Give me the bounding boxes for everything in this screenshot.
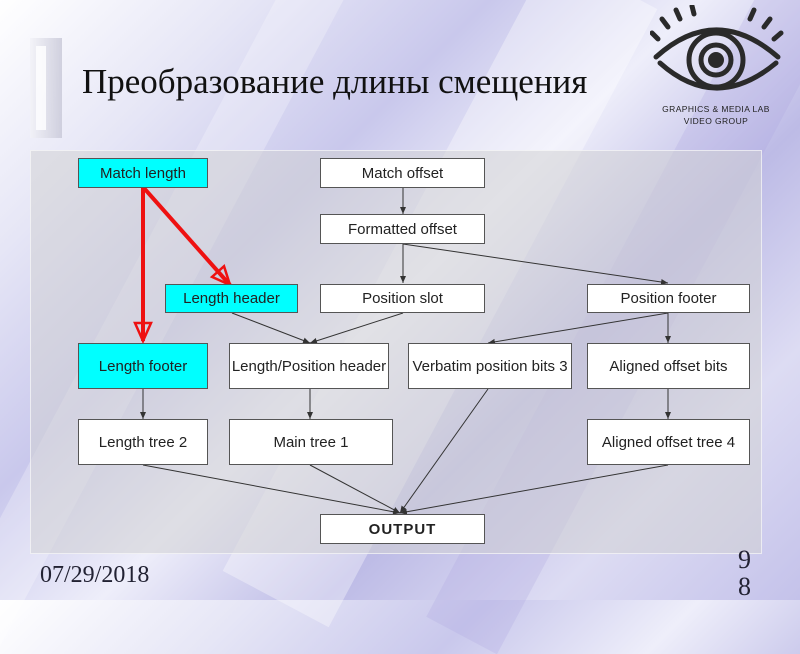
- length-footer-box: Length footer: [78, 343, 208, 389]
- aligned-offset-bits-box: Aligned offset bits: [587, 343, 750, 389]
- match-length-box: Match length: [78, 158, 208, 188]
- arrow-position-footer-to-verbatim: [487, 312, 669, 345]
- length-header-box: Length header: [165, 284, 298, 313]
- formatted-offset-box: Formatted offset: [320, 214, 485, 244]
- logo-text-line1: GRAPHICS & MEDIA LAB: [662, 104, 770, 114]
- logo-text-line2: VIDEO GROUP: [683, 116, 749, 126]
- flow-diagram: [133, 185, 671, 515]
- match-offset-box: Match offset: [320, 158, 485, 188]
- eye-logo-icon: [650, 5, 784, 91]
- arrow-aligned-tree-to-output: [399, 464, 669, 515]
- length-tree-box: Length tree 2: [78, 419, 208, 465]
- position-footer-box: Position footer: [587, 284, 750, 313]
- slide-date: 07/29/2018: [40, 562, 150, 588]
- aligned-offset-tree-box: Aligned offset tree 4: [587, 419, 750, 465]
- main-tree-box: Main tree 1: [229, 419, 393, 465]
- red-arrow-to-length-header: [141, 185, 233, 288]
- position-slot-box: Position slot: [320, 284, 485, 313]
- arrow-formatted-to-position-footer: [402, 243, 669, 285]
- output-box: OUTPUT: [320, 514, 485, 544]
- length-position-header-box: Length/Position header: [229, 343, 389, 389]
- arrow-verbatim-to-output: [399, 388, 489, 514]
- title-accent-bar: [30, 38, 62, 138]
- arrow-position-slot-to-lp-header: [309, 312, 404, 344]
- verbatim-position-bits-box: Verbatim position bits 3: [408, 343, 572, 389]
- arrow-length-header-to-lp-header: [231, 312, 311, 344]
- slide-title: Преобразование длины смещения: [82, 62, 588, 101]
- arrow-length-tree-to-output: [142, 464, 401, 515]
- page-number: 98: [738, 545, 751, 601]
- arrow-main-tree-to-output: [309, 464, 401, 514]
